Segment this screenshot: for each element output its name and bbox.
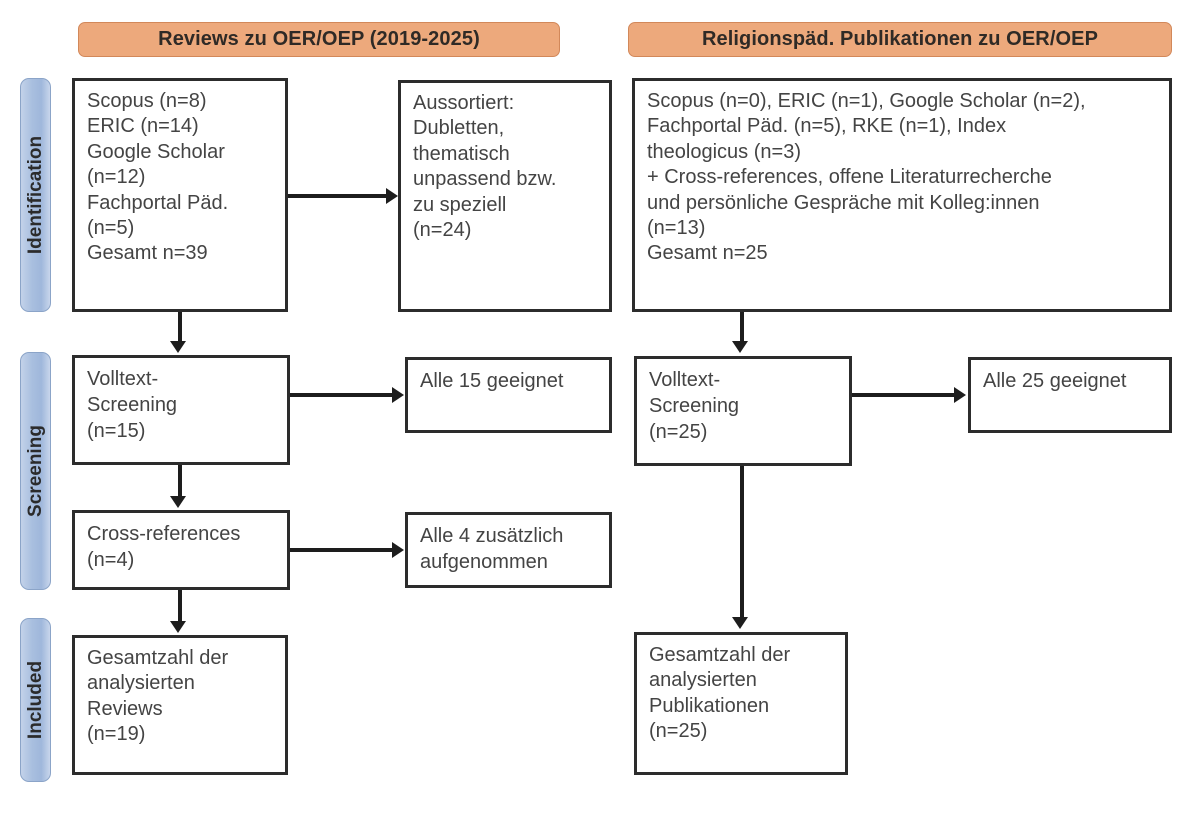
connector-id-to-screening [178, 312, 182, 343]
box-identification-left: Scopus (n=8) ERIC (n=14) Google Scholar … [72, 78, 288, 312]
box-screening-right: Volltext- Screening (n=25) [634, 356, 852, 466]
stage-label-included-text: Included [24, 660, 46, 740]
box-excluded-left: Aussortiert: Dubletten, thematisch unpas… [398, 80, 612, 312]
box-included-left: Gesamtzahl der analysierten Reviews (n=1… [72, 635, 288, 775]
arrowhead-id-to-screening-right [732, 341, 748, 353]
arrowhead-id-to-excluded [386, 188, 398, 204]
connector-screening-to-fit-right [852, 393, 956, 397]
arrowhead-screening-to-fit-right [954, 387, 966, 403]
arrowhead-screening-to-cross-left [170, 496, 186, 508]
column-header-reviews: Reviews zu OER/OEP (2019-2025) [78, 22, 560, 57]
arrowhead-screening-to-fit-left [392, 387, 404, 403]
arrowhead-cross-to-additional-left [392, 542, 404, 558]
box-identification-right: Scopus (n=0), ERIC (n=1), Google Scholar… [632, 78, 1172, 312]
connector-screening-to-included-right [740, 466, 744, 618]
arrowhead-cross-to-included-left [170, 621, 186, 633]
stage-label-screening: Screening [20, 352, 51, 590]
box-fit-right: Alle 25 geeignet [968, 357, 1172, 433]
stage-label-included: Included [20, 618, 51, 782]
stage-label-identification: Identification [20, 78, 51, 312]
box-included-right: Gesamtzahl der analysierten Publikatione… [634, 632, 848, 775]
connector-screening-to-fit-left [290, 393, 394, 397]
arrowhead-id-to-screening [170, 341, 186, 353]
connector-id-to-excluded [288, 194, 388, 198]
box-cross-references-left: Cross-references (n=4) [72, 510, 290, 590]
stage-label-identification-text: Identification [24, 135, 46, 255]
stage-label-screening-text: Screening [24, 425, 46, 517]
column-header-publications: Religionspäd. Publikationen zu OER/OEP [628, 22, 1172, 57]
arrowhead-screening-to-included-right [732, 617, 748, 629]
connector-cross-to-included-left [178, 590, 182, 622]
connector-cross-to-additional-left [290, 548, 394, 552]
box-screening-left: Volltext- Screening (n=15) [72, 355, 290, 465]
connector-screening-to-cross-left [178, 465, 182, 497]
box-fit-left: Alle 15 geeignet [405, 357, 612, 433]
connector-id-to-screening-right [740, 312, 744, 342]
box-additional-included-left: Alle 4 zusätzlich aufgenommen [405, 512, 612, 588]
